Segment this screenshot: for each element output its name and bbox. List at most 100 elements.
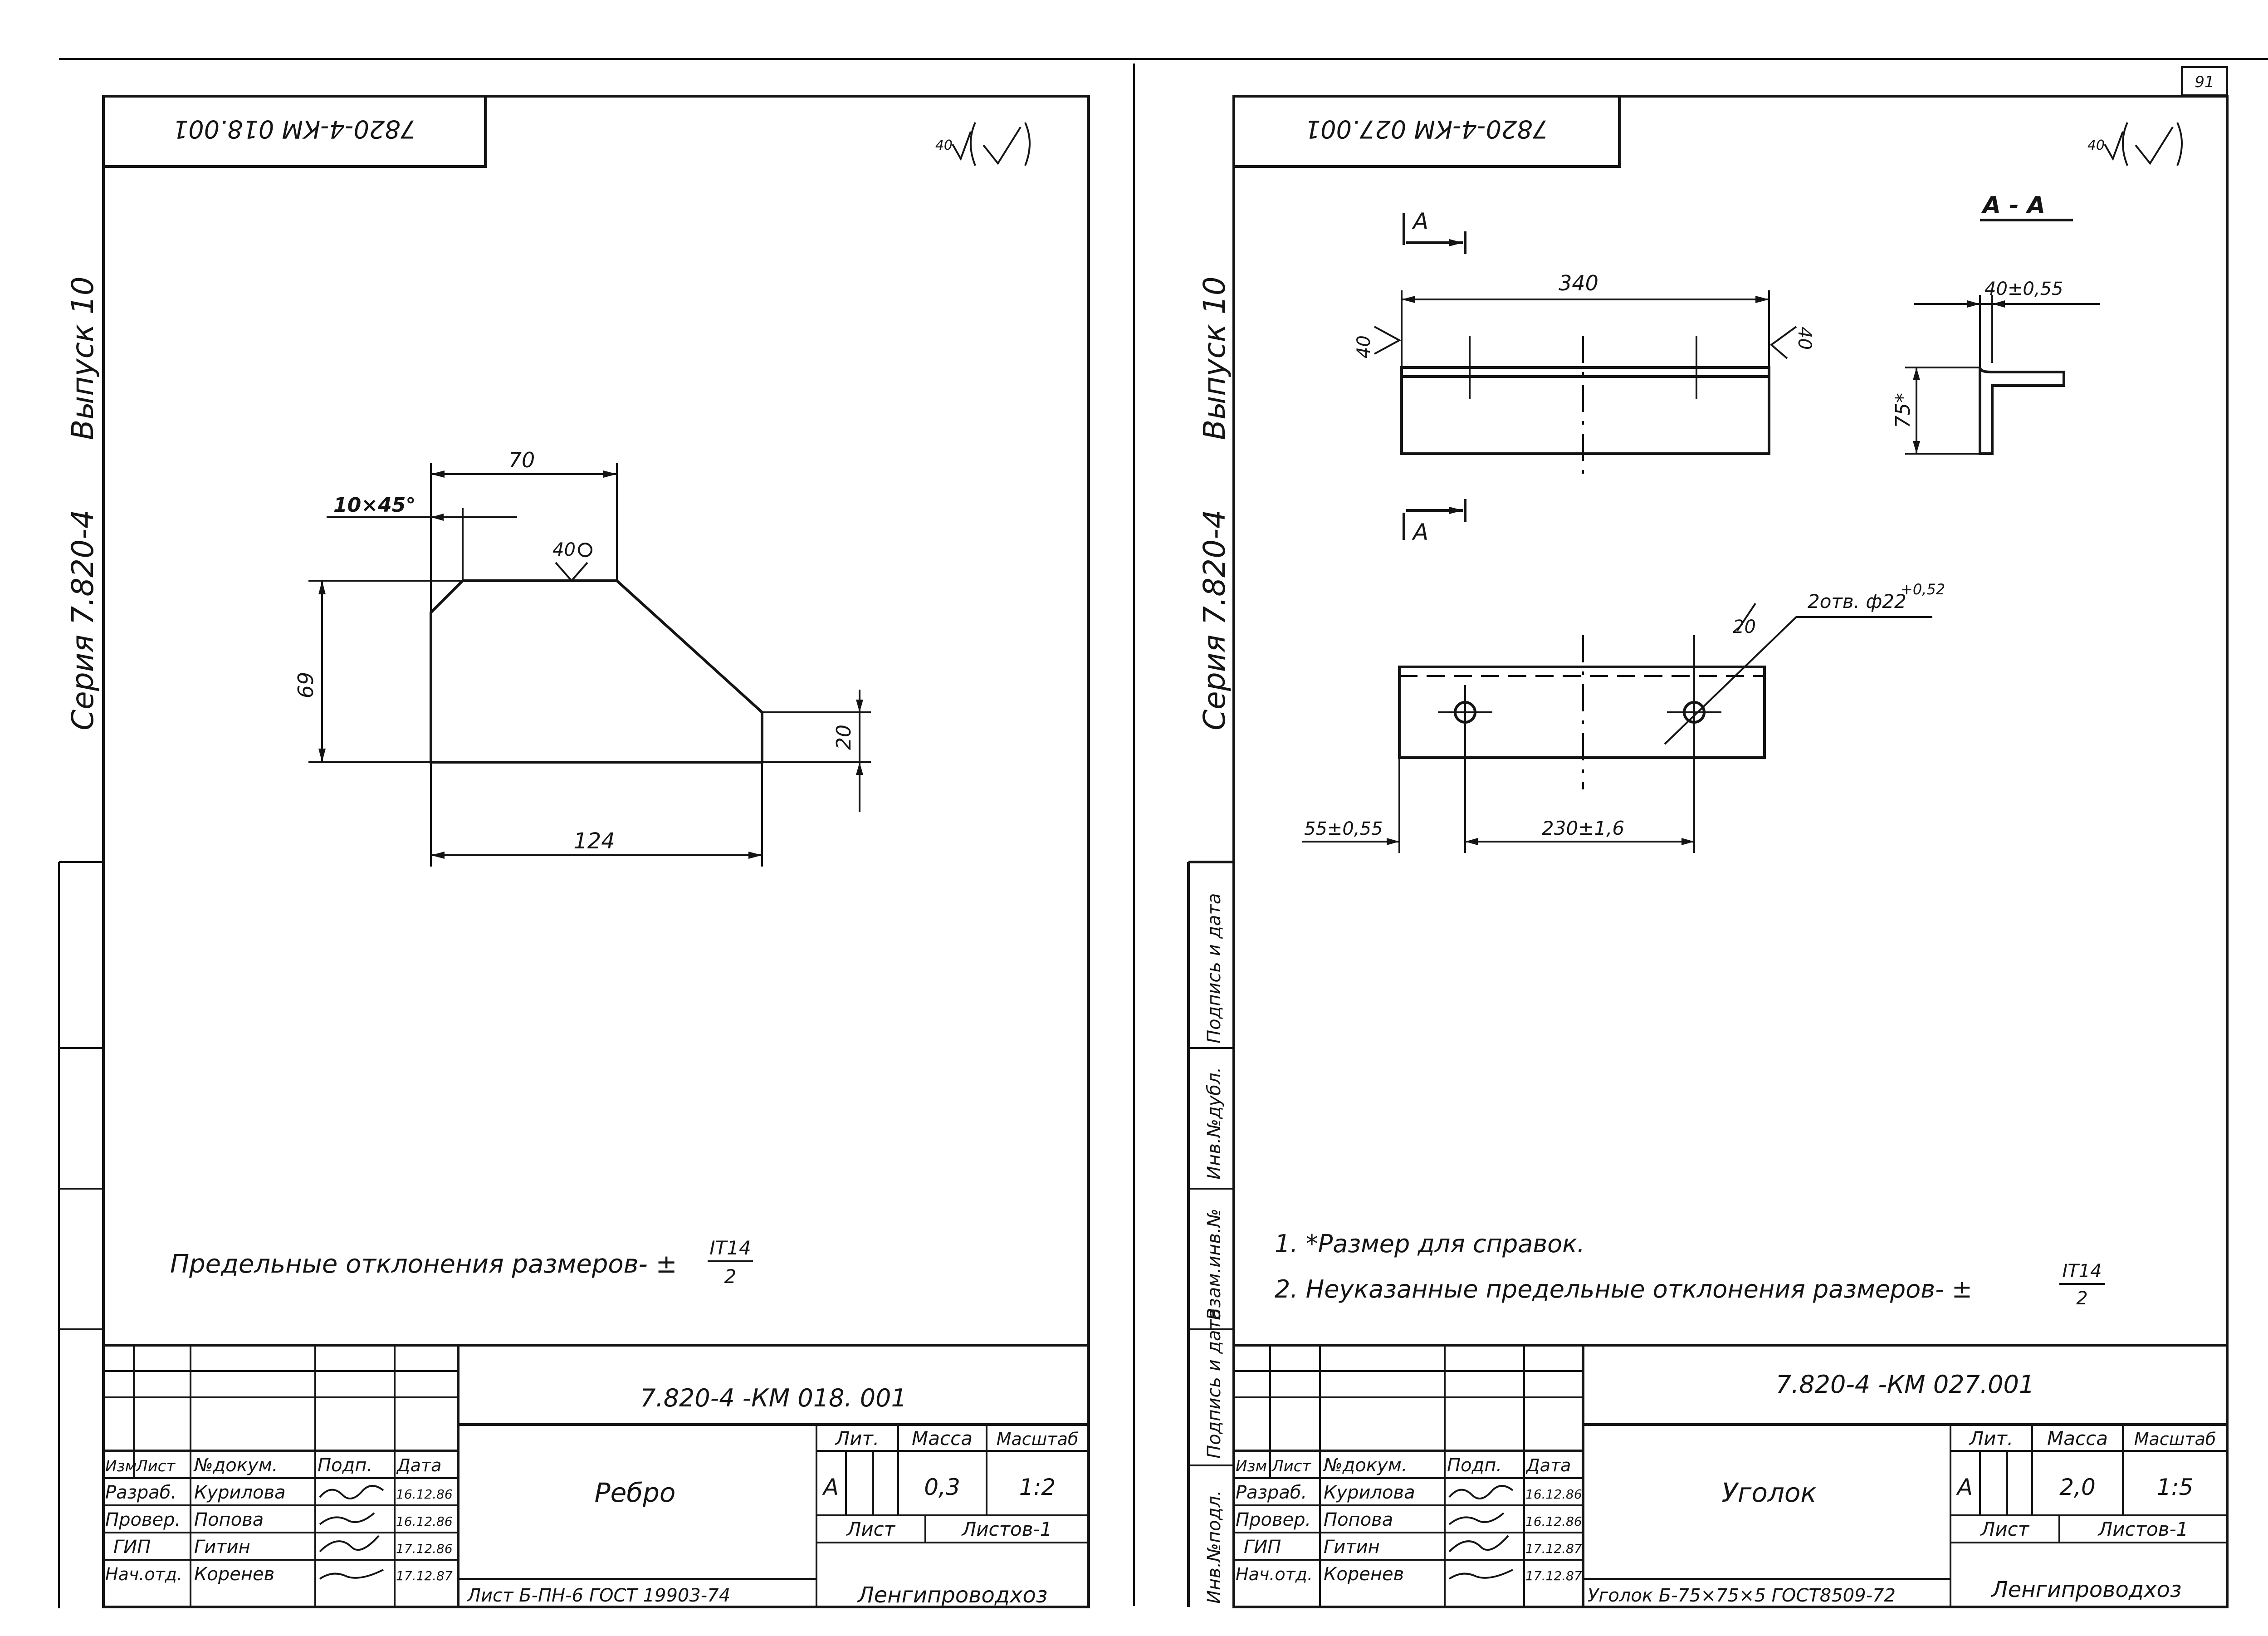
left-hdr-sign: Подп. xyxy=(318,1455,372,1476)
left-part-name: Ребро xyxy=(595,1477,676,1508)
right-roughness-value: 40 xyxy=(2087,137,2105,153)
right-hdr-date: Дата xyxy=(1525,1455,1571,1475)
right-row-name: Курилова xyxy=(1324,1482,1415,1503)
angle-dim-55: 55±0,55 xyxy=(1304,818,1383,839)
rib-weld-label: 40 xyxy=(552,539,576,560)
left-side-issue: Выпуск 10 xyxy=(65,276,100,440)
right-hdr-sign: Подп. xyxy=(1447,1455,1502,1476)
right-side-issue: Выпуск 10 xyxy=(1197,276,1232,440)
right-mass-label: Масса xyxy=(2047,1427,2108,1450)
left-row-role: Разраб. xyxy=(105,1482,176,1503)
rib-dim-chamfer-arrow xyxy=(431,514,444,521)
rib-dim-70-label: 70 xyxy=(508,448,535,472)
left-org: Ленгипроводхоз xyxy=(857,1582,1048,1608)
right-part-name: Уголок xyxy=(1722,1477,1817,1508)
right-stamp-sign1: Подпись и дата xyxy=(1204,893,1225,1043)
right-hdr-list: Лист xyxy=(1271,1457,1311,1475)
right-mirrored-code: 7820-4-КМ 027.001 xyxy=(1305,115,1548,143)
page-number: 91 xyxy=(2195,73,2214,91)
rib-weld-mark xyxy=(555,562,588,583)
left-lit: А xyxy=(822,1474,839,1500)
left-note-frac-den: 2 xyxy=(724,1265,737,1288)
right-row-date: 17.12.87 xyxy=(1525,1541,1582,1556)
left-mass: 0,3 xyxy=(924,1474,960,1500)
angle-weld-20: 20 xyxy=(1733,617,1756,637)
left-sheets-label: Листов-1 xyxy=(961,1518,1052,1540)
left-row-role: ГИП xyxy=(113,1537,151,1558)
right-title-block xyxy=(1234,1344,2227,1607)
right-hdr-izm: Изм xyxy=(1236,1457,1267,1475)
right-scale-label: Масштаб xyxy=(2134,1429,2216,1449)
left-row-role: Нач.отд. xyxy=(105,1564,182,1584)
right-frame xyxy=(1232,95,2229,1608)
right-row-date: 17.12.87 xyxy=(1525,1568,1582,1583)
right-signatures xyxy=(1448,1485,1514,1580)
right-side-series: Серия 7.820-4 xyxy=(1197,509,1232,730)
left-lit-label: Лит. xyxy=(835,1427,880,1450)
right-sheet-label: Лист xyxy=(1980,1518,2030,1540)
left-material: Лист Б-ПН-6 ГОСТ 19903-74 xyxy=(466,1585,730,1606)
right-note-1: 1. *Размер для справок. xyxy=(1275,1229,1585,1258)
right-note-frac-den: 2 xyxy=(2076,1288,2087,1309)
section-dim-75: 75* xyxy=(1892,393,1915,428)
right-row-date: 16.12.86 xyxy=(1525,1514,1582,1529)
angle-holes-label: 2отв. ф22 xyxy=(1808,590,1906,612)
left-mirrored-code: 7820-4-КМ 018.001 xyxy=(173,115,416,143)
right-title-code: 7.820-4 -КМ 027.001 xyxy=(1776,1370,2034,1399)
angle-holes-tol: +0,52 xyxy=(1901,581,1945,598)
right-org: Ленгипроводхоз xyxy=(1991,1577,2182,1602)
left-row-name: Попова xyxy=(194,1509,264,1530)
angle-section xyxy=(1905,295,2100,455)
right-note-2: 2. Неуказанные предельные отклонения раз… xyxy=(1275,1275,1972,1303)
right-note-frac-num: IT14 xyxy=(2062,1261,2102,1282)
rib-dim-20-label: 20 xyxy=(832,725,855,750)
left-roughness-value: 40 xyxy=(935,137,953,153)
angle-dim-230: 230±1,6 xyxy=(1542,817,1624,839)
left-scale: 1:2 xyxy=(1019,1474,1056,1500)
right-row-date: 16.12.86 xyxy=(1525,1487,1582,1502)
left-row-date: 16.12.86 xyxy=(396,1514,453,1529)
rib-dim-chamfer-label: 10×45° xyxy=(333,494,415,517)
left-hdr-doc: №докум. xyxy=(193,1455,278,1476)
right-scale: 1:5 xyxy=(2157,1474,2193,1500)
rib-dim-69-label: 69 xyxy=(293,672,318,699)
right-row-role: ГИП xyxy=(1244,1537,1281,1558)
right-material: Уголок Б-75×75×5 ГОСТ8509-72 xyxy=(1588,1585,1896,1606)
right-code-box xyxy=(1232,95,1621,168)
left-row-name: Коренев xyxy=(194,1564,274,1585)
angle-top-view xyxy=(1374,213,1797,540)
right-row-role: Провер. xyxy=(1236,1509,1311,1530)
angle-cut-label-top: А xyxy=(1412,208,1428,235)
right-sheet: 7820-4-КМ 027.001 40 Выпуск 10 Серия 7.8… xyxy=(1187,95,2229,1608)
right-stamp-dubl: Инв.№дубл. xyxy=(1204,1067,1225,1180)
right-roughness-icon: 40 xyxy=(2087,122,2183,166)
right-row-role: Разраб. xyxy=(1236,1482,1307,1503)
section-dim-40: 40±0,55 xyxy=(1984,279,2063,299)
left-side-series: Серия 7.820-4 xyxy=(65,509,100,730)
rib-dim-124-label: 124 xyxy=(573,828,615,854)
right-stamp-podl: Инв.№подл. xyxy=(1204,1490,1225,1604)
left-title-code: 7.820-4 -КМ 018. 001 xyxy=(640,1384,907,1412)
left-mass-label: Масса xyxy=(912,1427,973,1450)
left-note: Предельные отклонения размеров- ± xyxy=(170,1249,677,1279)
left-row-name: Курилова xyxy=(194,1482,286,1503)
left-row-name: Гитин xyxy=(194,1537,250,1558)
left-hdr-list: Лист xyxy=(135,1457,176,1475)
left-row-date: 16.12.86 xyxy=(396,1487,453,1502)
angle-weld-left: 40 xyxy=(1354,335,1374,358)
right-lit-label: Лит. xyxy=(1969,1427,2014,1450)
right-row-name: Гитин xyxy=(1324,1537,1380,1558)
left-sheet: 7820-4-КМ 018.001 40 Выпуск 10 Серия 7.8… xyxy=(58,95,1090,1608)
right-sheets-label: Листов-1 xyxy=(2097,1518,2189,1540)
right-mass: 2,0 xyxy=(2059,1474,2096,1500)
right-side-stamp xyxy=(1187,861,1234,1607)
right-hdr-doc: №докум. xyxy=(1323,1455,1407,1476)
left-title-block xyxy=(103,1344,1089,1607)
left-frame xyxy=(102,95,1090,1608)
angle-cut-label-bottom: А xyxy=(1412,519,1428,545)
left-row-date: 17.12.87 xyxy=(396,1568,453,1583)
angle-weld-right: 40 xyxy=(1794,327,1815,350)
angle-dim-340: 340 xyxy=(1559,271,1598,295)
left-code-box xyxy=(102,95,487,168)
